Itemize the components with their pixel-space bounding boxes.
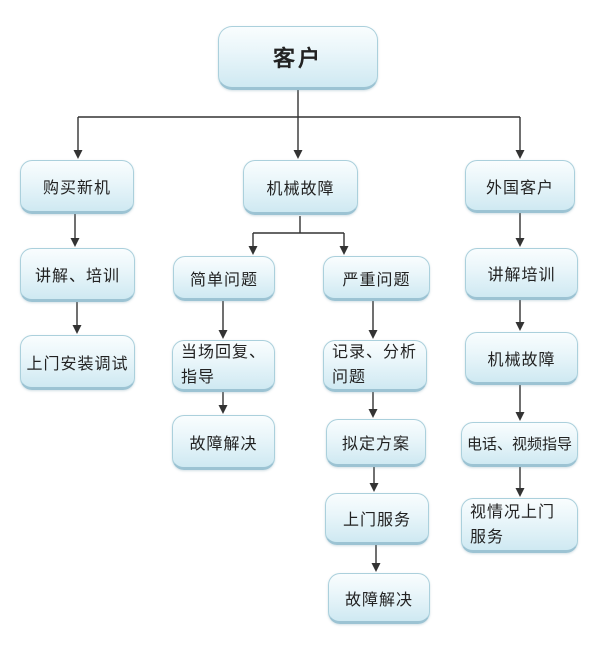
node-onsite-install-debug: 上门安装调试 [20, 335, 135, 390]
node-phone-video-guidance: 电话、视频指导 [461, 422, 578, 467]
node-onspot-reply-guidance: 当场回复、指导 [172, 340, 275, 392]
node-mechanical-failure: 机械故障 [243, 160, 358, 215]
node-fault-resolved-mid: 故障解决 [328, 573, 430, 624]
node-explain-training: 讲解、培训 [20, 248, 135, 302]
node-explain-training-right: 讲解培训 [465, 248, 578, 300]
node-simple-problem: 简单问题 [173, 256, 275, 301]
node-foreign-customer: 外国客户 [465, 160, 575, 213]
node-fault-resolved-left: 故障解决 [172, 415, 275, 470]
node-buy-new-machine: 购买新机 [20, 160, 134, 214]
node-customer: 客户 [218, 26, 378, 90]
node-onsite-service: 上门服务 [325, 493, 429, 545]
node-mechanical-failure-right: 机械故障 [465, 332, 578, 385]
node-serious-problem: 严重问题 [323, 256, 430, 301]
node-draft-plan: 拟定方案 [326, 419, 426, 467]
node-onsite-as-needed: 视情况上门服务 [461, 498, 578, 553]
node-record-analyze-problem: 记录、分析问题 [323, 340, 427, 392]
